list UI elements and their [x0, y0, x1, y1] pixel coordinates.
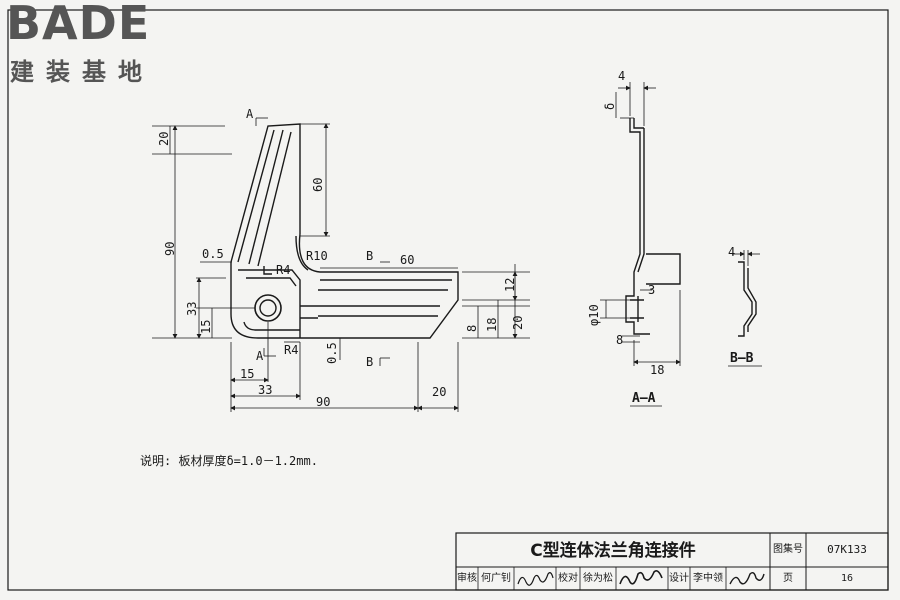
design-label: 设计: [669, 573, 689, 584]
dim-r10: R10: [306, 249, 328, 263]
section-aa-label: A—A: [632, 391, 656, 406]
corner-piece-plan: [230, 123, 459, 339]
section-bb-dims: [732, 250, 760, 266]
dim-90-left: 90: [163, 242, 177, 256]
dim-0-5-bottom: 0.5: [325, 342, 339, 364]
dim-r4-upper: R4: [276, 263, 290, 277]
dim-lines-upper: [255, 117, 330, 237]
design-name: 李中领: [693, 573, 723, 584]
atlas-number: 07K133: [827, 543, 867, 556]
section-aa-dim-4: 4: [618, 69, 625, 83]
section-marker-b-bottom: B: [366, 355, 373, 369]
review-label: 审核: [457, 573, 477, 584]
dim-90-bottom: 90: [316, 395, 330, 409]
bolt-hole-outer: [254, 294, 282, 322]
bolt-hole-inner: [259, 299, 277, 317]
section-aa-dim-delta: δ: [603, 103, 617, 110]
dim-12: 12: [503, 278, 517, 292]
dim-r4-lower: R4: [284, 343, 298, 357]
dim-20-right: 20: [511, 316, 525, 330]
dim-33-bottom: 33: [258, 383, 272, 397]
signature-design-scribble: [729, 571, 765, 585]
section-aa-dim-phi10: φ10: [587, 304, 601, 326]
dim-8: 8: [465, 325, 479, 332]
signature-review-scribble: [517, 572, 554, 586]
section-aa-dim-8: 8: [616, 333, 623, 347]
dim-33-left: 33: [185, 302, 199, 316]
section-marker-a-top: A: [246, 107, 254, 121]
section-marker-a-bottom: A: [256, 349, 264, 363]
dim-20-top: 20: [157, 132, 171, 146]
section-aa-profile: [625, 118, 681, 335]
dim-60-vert: 60: [311, 178, 325, 192]
title-block-grid: [455, 532, 889, 591]
sheet-border: [7, 9, 889, 591]
material-note: 说明: 板材厚度δ=1.0－1.2mm.: [140, 454, 318, 468]
signature-check-scribble: [619, 570, 663, 585]
section-bb-label: B—B: [730, 351, 754, 366]
dim-lines-right: [320, 261, 530, 339]
dim-60-horiz: 60: [400, 253, 414, 267]
review-name: 何广钊: [481, 573, 511, 584]
logo-wordmark: BADE: [6, 0, 151, 50]
section-bb-dim-4: 4: [728, 245, 735, 259]
dim-18: 18: [485, 318, 499, 332]
check-name: 徐为松: [583, 573, 613, 584]
page-number: 16: [840, 573, 854, 584]
dim-15-left: 15: [199, 320, 213, 334]
section-bb-profile: [738, 261, 757, 337]
dim-lines-bottom: [230, 322, 459, 412]
atlas-label: 图集号: [773, 544, 803, 555]
drawing-title: C型连体法兰角连接件: [530, 541, 696, 561]
logo-subtitle: 建装基地: [10, 58, 154, 86]
dim-0-5-top: 0.5: [202, 247, 224, 261]
section-aa-dims: [600, 82, 681, 366]
page-label: 页: [783, 573, 793, 584]
dim-20-bottom: 20: [432, 385, 446, 399]
dim-lines-left: [152, 125, 255, 339]
dim-15-bottom: 15: [240, 367, 254, 381]
bade-logo: BADE 建装基地: [6, 0, 176, 86]
section-marker-b-top: B: [366, 249, 373, 263]
section-aa-dim-18: 18: [650, 363, 664, 377]
check-label: 校对: [558, 573, 578, 584]
section-aa-dim-3: 3: [648, 283, 655, 297]
